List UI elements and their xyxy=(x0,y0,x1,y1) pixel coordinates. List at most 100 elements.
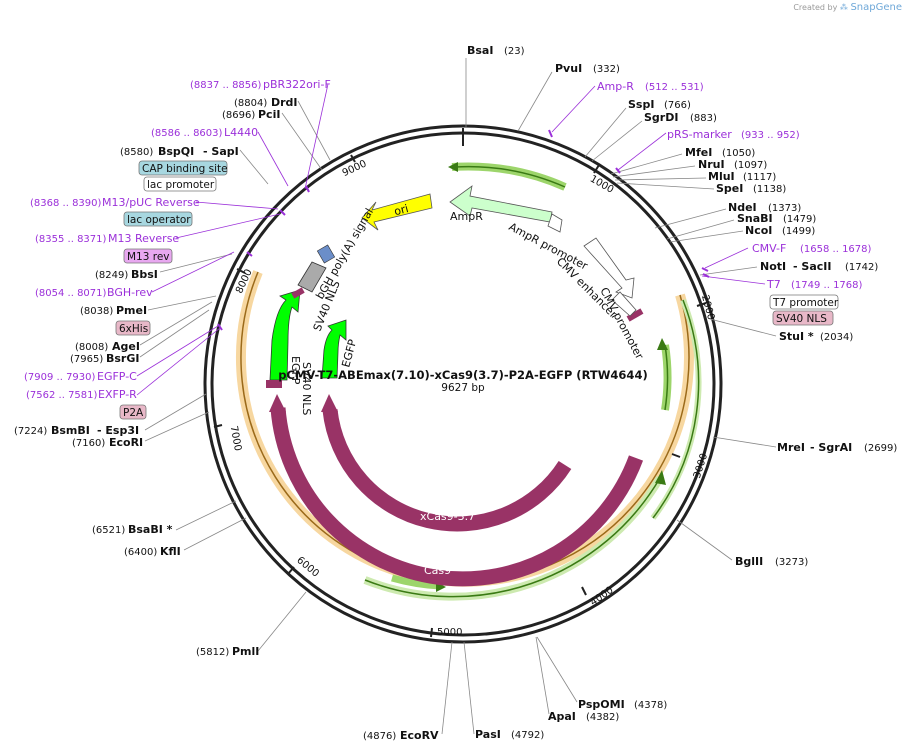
site-egfp-c[interactable]: EGFP-C xyxy=(97,370,137,383)
site-m13-reverse[interactable]: M13 Reverse xyxy=(108,232,179,245)
enzyme-pcii[interactable]: PciI xyxy=(258,108,280,121)
tag-p2a[interactable]: P2A xyxy=(123,407,144,419)
enzyme-mlui[interactable]: MluI xyxy=(708,170,735,183)
tag-p2a-bg xyxy=(119,404,147,420)
tick-label-4000: 4000 xyxy=(588,585,615,609)
ampr-promoter-block xyxy=(547,213,563,233)
tag-t7-promoter[interactable]: T7 promoter xyxy=(772,297,839,309)
site-bgh-rev-pos: (8054 .. 8071) xyxy=(35,288,107,299)
enzyme-stui-pos: (2034) xyxy=(820,332,853,343)
tag-m13-rev[interactable]: M13 rev xyxy=(127,251,170,263)
enzyme-stui[interactable]: StuI * xyxy=(779,330,814,343)
site-amp-r-pos: (512 .. 531) xyxy=(645,82,704,93)
site-exfp-r[interactable]: EXFP-R xyxy=(98,388,137,401)
enzyme-kfli[interactable]: KflI xyxy=(160,545,181,558)
credit-prefix: Created by xyxy=(793,3,838,12)
enzyme-bbsi[interactable]: BbsI xyxy=(131,268,158,281)
enzyme-spei-pos: (1138) xyxy=(753,184,786,195)
enzyme-bsrgi[interactable]: BsrGI xyxy=(106,352,139,365)
enzyme-drdi[interactable]: DrdI xyxy=(271,96,298,109)
leader-lines xyxy=(139,58,777,735)
enzyme-pasi[interactable]: PasI xyxy=(475,728,501,741)
tag-lac-operator[interactable]: lac operator xyxy=(127,214,191,226)
egfp-label-outer: EGFP xyxy=(289,356,302,385)
site-exfp-r-pos: (7562 .. 7581) xyxy=(26,390,98,401)
site-t7[interactable]: T7 xyxy=(766,278,781,291)
enzyme-sacii[interactable]: - SacII xyxy=(793,260,831,273)
enzyme-ecori-pos: (7160) xyxy=(72,438,105,449)
site-ticks xyxy=(217,129,710,331)
site-m13-puc-reverse[interactable]: M13/pUC Reverse xyxy=(102,196,200,209)
enzyme-ncoi[interactable]: NcoI xyxy=(745,224,772,237)
enzyme-bspqi[interactable]: BspQI xyxy=(158,145,194,158)
plasmid-length: 9627 bp xyxy=(441,382,485,394)
enzyme-agei-pos: (8008) xyxy=(75,342,108,353)
enzyme-drdi-pos: (8804) xyxy=(234,98,267,109)
enzyme-nrui[interactable]: NruI xyxy=(698,158,725,171)
enzyme-bglii[interactable]: BglII xyxy=(735,555,763,568)
enzyme-apai[interactable]: ApaI xyxy=(548,710,576,723)
cmv-promoter-arrow xyxy=(611,291,637,317)
site-prs-marker[interactable]: pRS-marker xyxy=(667,128,732,141)
enzyme-kfli-pos: (6400) xyxy=(124,547,157,558)
sv40-block xyxy=(297,261,327,293)
tag-6xhis[interactable]: 6xHis xyxy=(119,323,148,335)
enzyme-bsmbi-pos: (7224) xyxy=(14,426,47,437)
tag-sv40-nls[interactable]: SV40 NLS xyxy=(776,313,827,325)
green-arc-top-line xyxy=(454,165,566,188)
site-l4440-pos: (8586 .. 8603) xyxy=(151,128,223,139)
enzyme-bsmbi[interactable]: BsmBI xyxy=(51,424,90,437)
ampr-label: AmpR xyxy=(450,210,483,223)
enzyme-sgrai[interactable]: - SgrAI xyxy=(810,441,852,454)
cas9-arc xyxy=(270,407,644,587)
enzyme-bsrgi-pos: (7965) xyxy=(70,354,103,365)
enzyme-mrei[interactable]: MreI xyxy=(777,441,805,454)
enzyme-sspi[interactable]: SspI xyxy=(628,98,654,111)
enzyme-bbsi-pos: (8249) xyxy=(95,270,128,281)
enzyme-sgrdi[interactable]: SgrDI xyxy=(644,111,678,124)
xcas9-arrow-head xyxy=(321,394,338,412)
pink-marker-1 xyxy=(291,287,305,299)
enzyme-bspqi-pos: (8580) xyxy=(120,147,153,158)
site-pbr322ori-f-pos: (8837 .. 8856) xyxy=(190,80,262,91)
site-cmv-f[interactable]: CMV-F xyxy=(752,242,786,255)
ampr-promoter-label: AmpR promoter xyxy=(507,220,591,273)
blue-marker xyxy=(316,244,336,264)
enzyme-ecori[interactable]: EcoRI xyxy=(109,436,143,449)
enzyme-pmei[interactable]: PmeI xyxy=(116,304,147,317)
site-leader-lines xyxy=(136,83,766,396)
tag-cap-binding-site[interactable]: CAP binding site xyxy=(142,163,228,175)
enzyme-pspomi[interactable]: PspOMI xyxy=(578,698,625,711)
enzyme-spei[interactable]: SpeI xyxy=(716,182,743,195)
site-bgh-rev[interactable]: BGH-rev xyxy=(107,286,153,299)
site-l4440[interactable]: L4440 xyxy=(224,126,258,139)
site-prs-marker-pos: (933 .. 952) xyxy=(741,130,800,141)
enzyme-bglii-pos: (3273) xyxy=(775,557,808,568)
enzyme-bsabi-pos: (6521) xyxy=(92,525,125,536)
site-pbr322ori-f[interactable]: pBR322ori-F xyxy=(263,78,331,91)
enzyme-ndei[interactable]: NdeI xyxy=(728,201,757,214)
enzyme-mfei[interactable]: MfeI xyxy=(685,146,712,159)
enzyme-pcii-pos: (8696) xyxy=(222,110,255,121)
enzyme-esp3i[interactable]: - Esp3I xyxy=(97,424,139,437)
enzyme-noti[interactable]: NotI xyxy=(760,260,786,273)
enzyme-sapi[interactable]: - SapI xyxy=(203,145,239,158)
site-amp-r[interactable]: Amp-R xyxy=(597,80,634,93)
enzyme-bsabi[interactable]: BsaBI * xyxy=(128,523,173,536)
cas9-arrow-head xyxy=(269,394,286,412)
snapgene-logo-icon: ⁂ xyxy=(839,3,848,12)
enzyme-mfei-pos: (1050) xyxy=(722,148,755,159)
egfp-arrow-outer xyxy=(269,289,301,381)
enzyme-snabi[interactable]: SnaBI xyxy=(737,212,773,225)
enzyme-ecorv[interactable]: EcoRV xyxy=(400,729,439,742)
enzyme-nrui-pos: (1097) xyxy=(734,160,767,171)
enzyme-agei[interactable]: AgeI xyxy=(112,340,140,353)
enzyme-pvui[interactable]: PvuI xyxy=(555,62,582,75)
enzyme-pmli[interactable]: PmlI xyxy=(232,645,259,658)
site-m13-reverse-pos: (8355 .. 8371) xyxy=(35,234,107,245)
enzyme-bsai[interactable]: BsaI xyxy=(467,44,493,57)
green-arc-top-head xyxy=(448,162,458,172)
tag-lac-promoter[interactable]: lac promoter xyxy=(147,179,215,191)
xcas9-arc xyxy=(322,409,572,532)
